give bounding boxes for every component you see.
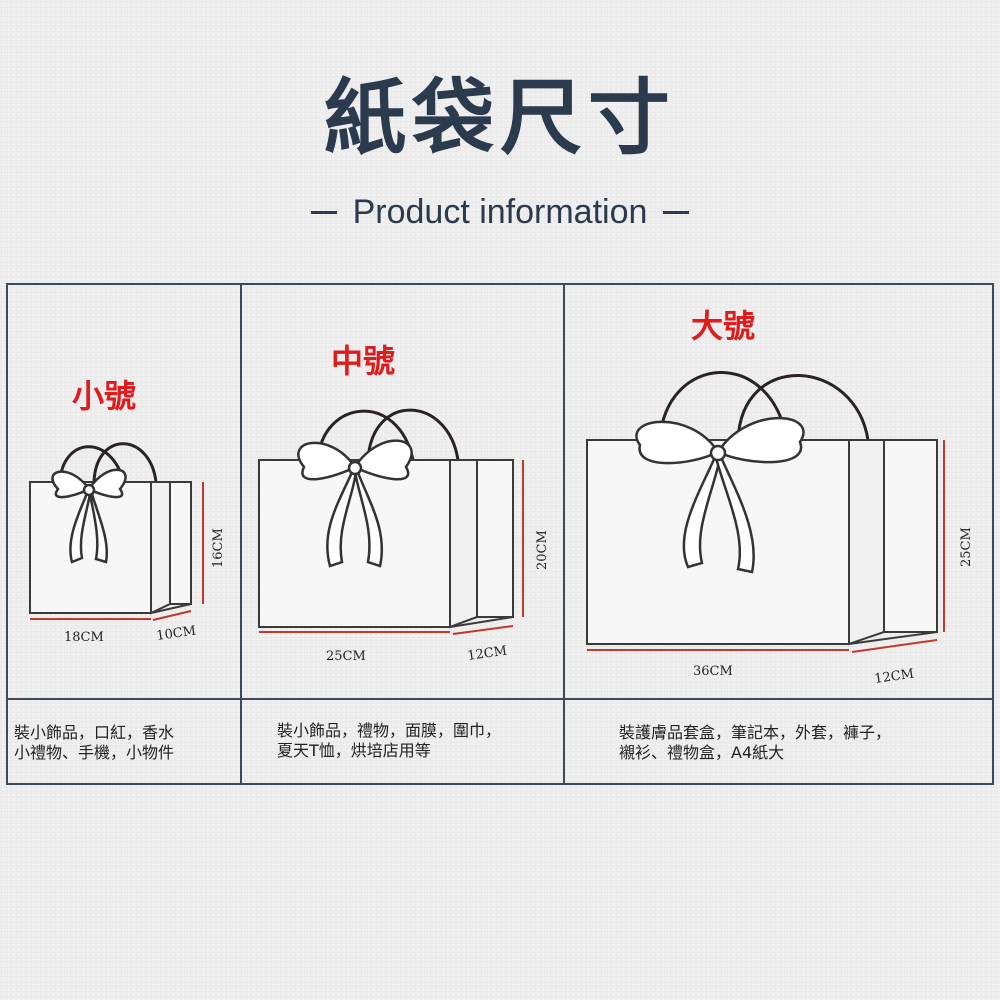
dim-large-width: 36CM	[693, 664, 733, 679]
dim-large-height: 25CM	[959, 527, 974, 567]
bag-large: 36CM 12CM 25CM	[586, 371, 974, 687]
dim-line-medium-depth	[452, 625, 514, 635]
dim-large-depth: 12CM	[873, 667, 915, 687]
table-divider-2	[563, 283, 565, 785]
size-label-small: 小號	[72, 377, 137, 415]
subtitle-dash-right	[663, 210, 690, 214]
size-label-medium: 中號	[331, 342, 396, 380]
desc-large-line-2: 襯衫、禮物盒，A4紙大	[619, 743, 785, 762]
desc-medium: 裝小飾品，禮物，面膜，圍巾， 夏天T恤，烘培店用等	[277, 721, 501, 761]
page-subtitle: Product information	[0, 192, 1000, 233]
bag-small: 18CM 10CM 16CM	[29, 442, 226, 645]
desc-medium-line-2: 夏天T恤，烘培店用等	[277, 741, 431, 760]
size-label-large: 大號	[691, 307, 756, 345]
bag-medium: 25CM 12CM 20CM	[258, 408, 550, 664]
desc-medium-line-1: 裝小飾品，禮物，面膜，圍巾，	[277, 721, 502, 740]
dim-medium-depth: 12CM	[466, 644, 508, 664]
subtitle-dash-left	[310, 210, 337, 214]
desc-large: 裝護膚品套盒，筆記本，外套，褲子， 襯衫、禮物盒，A4紙大	[619, 723, 891, 763]
dim-small-height: 16CM	[211, 528, 226, 568]
dim-small-depth: 10CM	[155, 624, 197, 644]
subtitle-text: Product information	[352, 193, 648, 231]
desc-small: 裝小飾品，口紅，香水 小禮物、手機，小物件	[14, 723, 174, 763]
dim-medium-width: 25CM	[326, 649, 366, 664]
page-title: 紙袋尺寸	[323, 71, 676, 166]
dim-line-large-depth	[851, 639, 938, 653]
desc-small-line-1: 裝小飾品，口紅，香水	[14, 723, 175, 742]
dim-small-width: 18CM	[64, 630, 104, 645]
table-row-divider	[6, 698, 994, 700]
size-table	[6, 283, 994, 785]
desc-small-line-2: 小禮物、手機，小物件	[14, 743, 175, 762]
dim-medium-height: 20CM	[535, 530, 550, 570]
table-divider-1	[240, 283, 242, 785]
desc-large-line-1: 裝護膚品套盒，筆記本，外套，褲子，	[619, 723, 892, 742]
dim-line-small-depth	[152, 610, 192, 621]
